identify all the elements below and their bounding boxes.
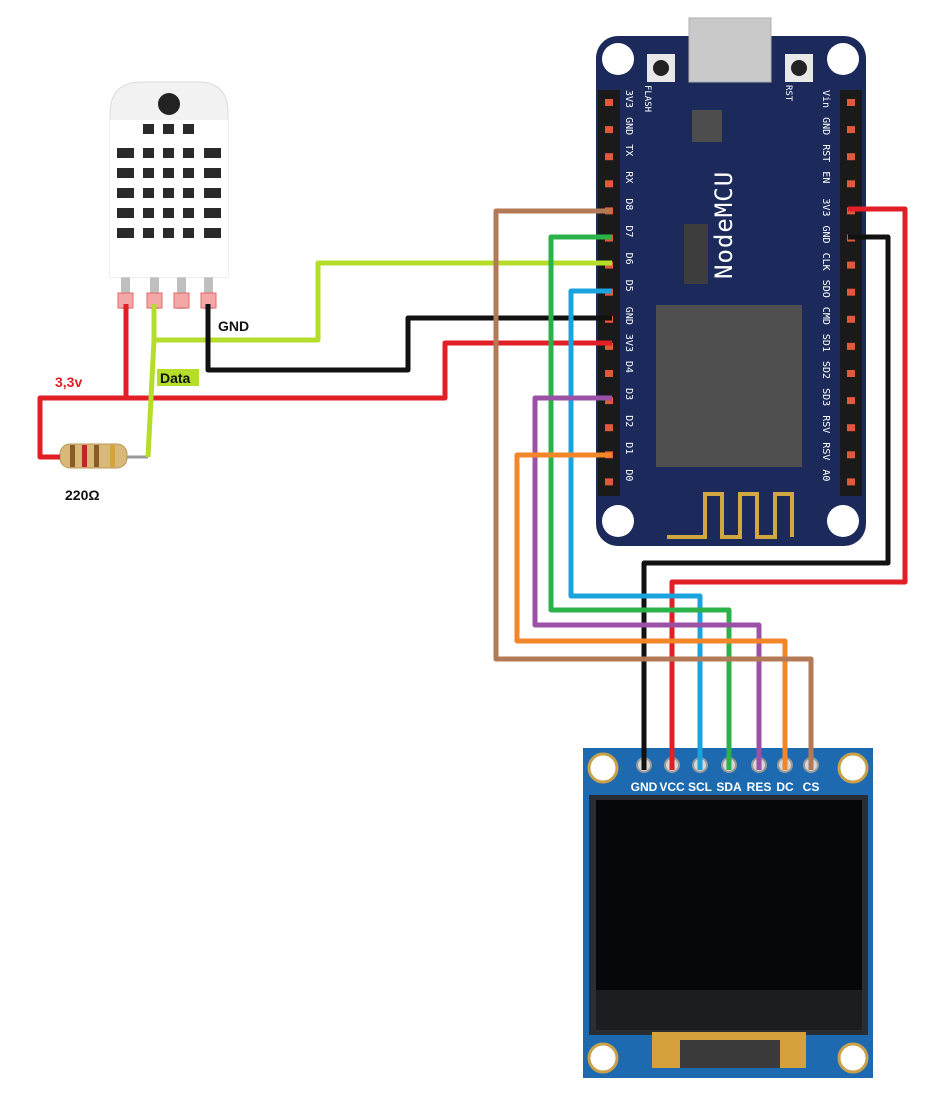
oled-pin-label-2: SCL — [688, 780, 712, 794]
left-pin-label-1: GND — [623, 117, 634, 135]
right-pin-14 — [847, 478, 855, 486]
right-pin-13 — [847, 451, 855, 459]
resistor — [40, 443, 148, 469]
left-pin-11 — [605, 397, 613, 405]
oled-pin-label-4: RES — [747, 780, 772, 794]
vent-grille — [117, 124, 221, 238]
gnd-label: GND — [218, 318, 249, 334]
right-pin-label-8: CMD — [820, 307, 831, 325]
right-pin-label-12: RSV — [820, 415, 831, 433]
wires — [37, 206, 908, 770]
right-pin-3 — [847, 180, 855, 188]
wire-orange-dc — [514, 452, 788, 770]
right-pin-0 — [847, 99, 855, 106]
oled-pin-label-3: SDA — [716, 780, 742, 794]
resistor-label: 220Ω — [65, 487, 100, 503]
wire-black-oled-gnd — [641, 234, 891, 770]
right-pin-label-13: RSV — [820, 442, 831, 460]
right-pin-label-5: GND — [820, 226, 831, 244]
left-pin-label-9: 3V3 — [623, 334, 634, 352]
right-pin-label-10: SD2 — [820, 361, 831, 379]
wire-red-3v3-dht — [37, 304, 129, 460]
oled-pin-label-1: VCC — [659, 780, 685, 794]
left-pin-0 — [605, 99, 613, 106]
left-pin-label-12: D2 — [623, 415, 634, 427]
left-pin-label-14: D0 — [623, 469, 634, 481]
left-pin-label-0: 3V3 — [623, 90, 634, 108]
left-pin-3 — [605, 180, 613, 188]
flash-label: FLASH — [642, 85, 652, 112]
left-pin-label-11: D3 — [623, 388, 634, 400]
left-pin-label-2: TX — [623, 144, 634, 156]
wire-red-3v3-board — [126, 340, 612, 401]
data-label-background — [157, 369, 199, 386]
right-pin-label-1: GND — [820, 117, 831, 135]
wire-lime-data-resistor — [145, 339, 157, 458]
right-pin-12 — [847, 424, 855, 432]
oled-pin-label-5: DC — [776, 780, 794, 794]
oled-pin-label-6: CS — [803, 780, 820, 794]
data-label: Data — [160, 370, 191, 386]
right-pin-7 — [847, 288, 855, 296]
right-pin-10 — [847, 370, 855, 377]
left-pin-label-6: D6 — [623, 253, 634, 265]
right-pin-label-2: RST — [820, 144, 831, 162]
nodemcu-board: FLASH RST NodeMCU 3V3GNDTXRXD8D7D6D5GND3… — [596, 17, 866, 546]
wire-lime-data — [151, 260, 612, 343]
wire-red-oled-vcc — [669, 206, 908, 770]
left-pin-1 — [605, 126, 613, 134]
left-pin-label-5: D7 — [623, 226, 634, 238]
wire-cyan-scl — [568, 288, 703, 770]
board-title: NodeMCU — [710, 171, 738, 279]
right-pin-6 — [847, 261, 855, 269]
wire-purple-res — [532, 395, 762, 770]
left-pin-12 — [605, 424, 613, 432]
rst-button-label: RST — [783, 85, 793, 102]
left-pin-2 — [605, 153, 613, 161]
wire-green-sda — [548, 234, 732, 770]
right-pin-2 — [847, 153, 855, 161]
right-pin-1 — [847, 126, 855, 134]
left-pin-label-8: GND — [623, 307, 634, 325]
right-pin-label-11: SD3 — [820, 388, 831, 406]
right-pin-11 — [847, 397, 855, 405]
wire-black-gnd — [205, 304, 612, 373]
dht22-sensor — [109, 81, 229, 309]
left-pin-9 — [605, 342, 613, 350]
right-pin-8 — [847, 315, 855, 323]
left-pin-label-10: D4 — [623, 361, 634, 373]
right-pin-label-9: SD1 — [820, 334, 831, 352]
right-pin-label-14: A0 — [820, 469, 831, 481]
oled-pin-label-0: GND — [631, 780, 658, 794]
wire-brown-cs — [493, 208, 814, 770]
right-pin-label-6: CLK — [820, 253, 831, 271]
left-pin-10 — [605, 370, 613, 377]
right-pin-label-7: SDO — [820, 280, 831, 298]
right-pin-label-0: Vin — [820, 90, 831, 108]
left-pin-14 — [605, 478, 613, 486]
left-pin-label-13: D1 — [623, 442, 634, 454]
left-pin-label-3: RX — [623, 171, 634, 183]
left-pin-label-4: D8 — [623, 198, 634, 210]
right-pin-label-4: 3V3 — [820, 198, 831, 216]
right-pin-9 — [847, 342, 855, 350]
right-pin-label-3: EN — [820, 171, 831, 183]
left-pin-label-7: D5 — [623, 280, 634, 292]
voltage-label: 3,3v — [55, 374, 82, 390]
